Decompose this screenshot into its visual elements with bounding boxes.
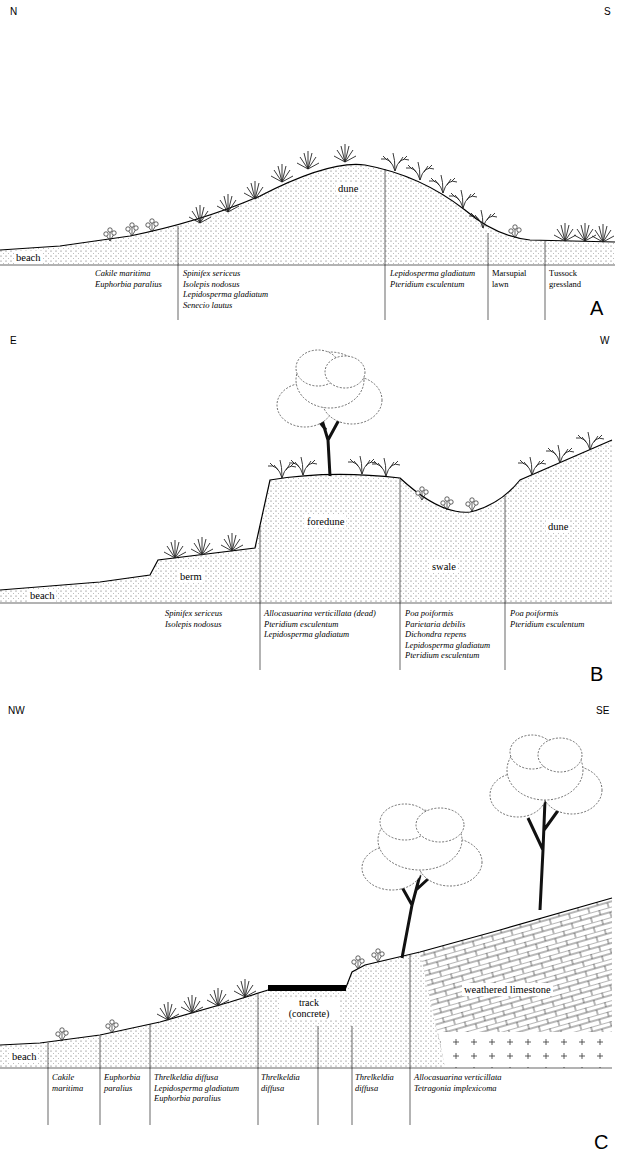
zone-label: Tussock gressland xyxy=(549,268,611,289)
species-label: Threlkeldia diffusa xyxy=(154,1072,254,1083)
species-label: Parietaria debilis xyxy=(405,619,502,630)
species-label: Lepidosperma gladiatum xyxy=(264,629,398,640)
species-label: Euphorbia paralius xyxy=(154,1093,254,1104)
species-label: Pteridium esculentum xyxy=(390,279,485,290)
species-label: Senecio lautus xyxy=(183,300,378,311)
species-label: Allocasuarina verticillata xyxy=(414,1072,610,1083)
species-label: Cakile maritima xyxy=(52,1072,97,1093)
species-label: Spinifex sericeus xyxy=(165,608,257,619)
compass-direction: W xyxy=(600,335,609,348)
species-label: Threlkeldia diffusa xyxy=(261,1072,316,1093)
landform-label: dune xyxy=(336,182,360,195)
species-label: Pteridium esculentum xyxy=(510,619,610,630)
landform-label: berm xyxy=(178,570,204,583)
compass-direction: E xyxy=(10,335,17,348)
landform-label: track (concrete) xyxy=(279,997,339,1019)
species-label: Spinifex sericeus xyxy=(183,268,378,279)
species-label: Pteridium esculentum xyxy=(264,619,398,630)
compass-direction: SE xyxy=(596,705,609,718)
species-label: Lepidosperma gladiatum xyxy=(183,289,378,300)
species-label: Isolepis nodosus xyxy=(165,619,257,630)
species-label: Euphorbia paralius xyxy=(104,1072,149,1093)
landform-label: weathered limestone xyxy=(462,983,553,996)
species-label: Pteridium esculentum xyxy=(405,650,502,661)
landform-label: swale xyxy=(430,560,458,573)
compass-direction: S xyxy=(604,6,611,19)
landform-label: beach xyxy=(10,1050,38,1063)
panel-letter: A xyxy=(590,296,603,321)
species-label: Threlkeldia diffusa xyxy=(355,1072,408,1093)
species-label: Tetragonia implexicoma xyxy=(414,1083,610,1094)
landform-label: dune xyxy=(546,520,570,533)
species-label: Lepidosperma gladiatum xyxy=(154,1083,254,1094)
species-label: Poa poiformis xyxy=(510,608,610,619)
landform-label: beach xyxy=(28,589,56,602)
species-label: Lepidosperma gladiatum xyxy=(390,268,485,279)
landform-label: foredune xyxy=(305,515,346,528)
panel-letter: C xyxy=(594,1130,608,1155)
landform-label: beach xyxy=(14,251,42,264)
species-label: Lepidosperma gladiatum xyxy=(405,640,502,651)
zone-label: Marsupial lawn xyxy=(492,268,542,289)
species-label: Allocasuarina verticillata (dead) xyxy=(264,608,398,619)
compass-direction: N xyxy=(10,6,17,19)
panel-letter: B xyxy=(590,662,603,687)
species-label: Dichondra repens xyxy=(405,629,502,640)
species-label: Cakile maritima xyxy=(95,268,175,279)
compass-direction: NW xyxy=(8,705,25,718)
species-label: Isolepis nodosus xyxy=(183,279,378,290)
species-label: Poa poiformis xyxy=(405,608,502,619)
species-label: Euphorbia paralius xyxy=(95,279,175,290)
